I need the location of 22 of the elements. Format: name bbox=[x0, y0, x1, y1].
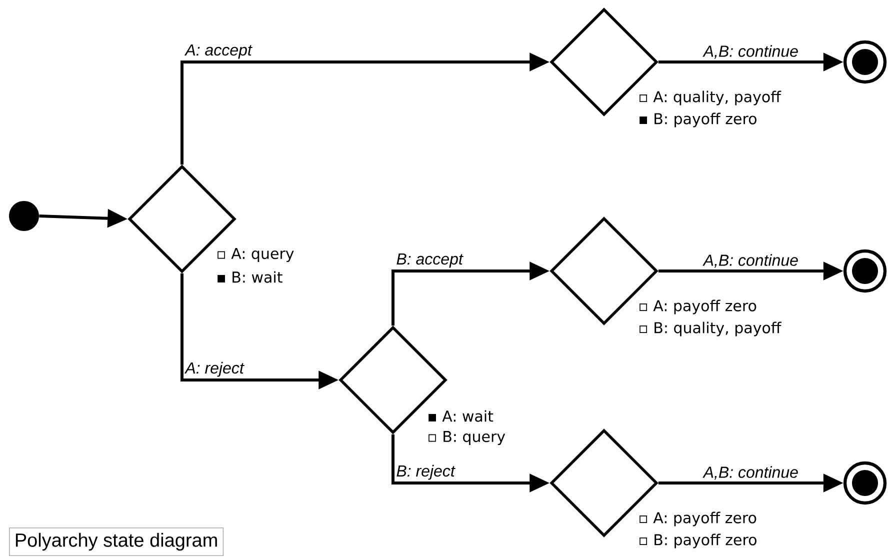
start-state-dot bbox=[9, 201, 39, 231]
edge-label: B: reject bbox=[396, 464, 456, 480]
state-note: ▫ A: query bbox=[218, 248, 294, 262]
edge-label: A,B: continue bbox=[702, 254, 798, 268]
end-state-circle bbox=[843, 40, 887, 84]
edge-label: B: accept bbox=[396, 253, 464, 268]
edge-label: A: reject bbox=[184, 362, 244, 377]
edge-label: A: accept bbox=[184, 44, 252, 59]
state-note: ▫ B: quality, payoff bbox=[640, 322, 782, 336]
state-note: ▫ B: query bbox=[428, 430, 506, 446]
state-note: ▫ A: payoff zero bbox=[640, 300, 756, 314]
edge-label: A,B: continue bbox=[702, 45, 798, 59]
state-note: ▫ A: payoff zero bbox=[640, 512, 756, 526]
state-note: ▪ B: payoff zero bbox=[640, 112, 756, 128]
edge-label: A,B: continue bbox=[702, 466, 798, 480]
state-note: ▫ B: payoff zero bbox=[640, 534, 756, 548]
end-state-circle bbox=[843, 249, 887, 293]
state-note: ▪ A: wait bbox=[428, 410, 494, 422]
end-state-circle bbox=[843, 461, 887, 505]
state-note: ▪ B: wait bbox=[218, 271, 282, 283]
caption-box: Polyarchy state diagram bbox=[9, 528, 224, 556]
state-note: ▫ A: quality, payoff bbox=[640, 90, 782, 106]
